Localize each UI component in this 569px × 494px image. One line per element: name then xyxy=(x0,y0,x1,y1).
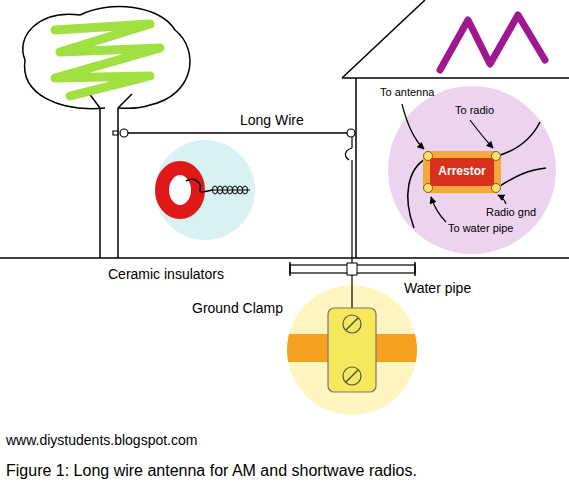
down-lead xyxy=(345,137,352,265)
long-wire xyxy=(120,129,128,137)
arrestor-inset xyxy=(388,86,556,254)
arrestor-inset xyxy=(497,122,540,156)
wire-twist xyxy=(213,186,248,194)
house xyxy=(440,15,545,70)
arrestor-inset xyxy=(497,168,546,188)
tree xyxy=(23,7,190,109)
wire-twist xyxy=(213,186,218,194)
long-wire xyxy=(113,131,119,135)
arrestor-inset xyxy=(388,86,556,254)
water-pipe xyxy=(347,263,357,275)
terminal-label: To water pipe xyxy=(448,222,513,235)
ground-clamp-inset xyxy=(287,285,417,415)
wire-twist xyxy=(243,186,248,194)
ground-clamp-inset xyxy=(328,308,376,392)
long-wire xyxy=(347,129,355,137)
house xyxy=(342,0,569,258)
insulator-inset xyxy=(155,140,255,240)
leader-arrow xyxy=(431,197,446,222)
down-lead xyxy=(345,137,352,265)
wire-twist xyxy=(228,186,233,194)
terminal-label: To antenna xyxy=(380,86,434,99)
water-pipe xyxy=(290,262,415,276)
watermark: www.diystudents.blogspot.com xyxy=(6,432,197,448)
long-wire xyxy=(128,132,347,134)
wire-twist xyxy=(233,186,238,194)
wire-twist xyxy=(238,186,243,194)
screw-terminal xyxy=(491,151,501,161)
part-label: Ceramic insulators xyxy=(108,266,224,282)
figure-caption: Figure 1: Long wire antenna for AM and s… xyxy=(6,462,417,480)
insulator-inset xyxy=(186,179,212,191)
tree xyxy=(88,92,132,258)
leader-arrow xyxy=(470,120,493,148)
ground-clamp-inset xyxy=(346,318,358,382)
insulator-inset xyxy=(155,140,255,240)
ground-line xyxy=(0,258,569,259)
screw-terminal xyxy=(423,183,433,193)
leader-arrow xyxy=(498,195,506,204)
long-wire xyxy=(113,129,355,137)
house xyxy=(342,0,569,258)
node-label: Arrestor xyxy=(438,165,485,179)
screw-terminal xyxy=(491,183,501,193)
ground-clamp-inset xyxy=(287,285,417,415)
arrestor-box: Arrestor xyxy=(423,151,501,193)
leader-arrow xyxy=(402,104,506,222)
part-label: Water pipe xyxy=(404,280,471,296)
wire-twist xyxy=(223,186,228,194)
insulator-inset xyxy=(162,168,198,212)
wire-label: Long Wire xyxy=(240,112,304,128)
screw-terminal xyxy=(423,151,433,161)
part-label: Ground Clamp xyxy=(192,300,283,316)
leader-arrow xyxy=(402,104,424,149)
tree xyxy=(55,24,160,96)
wire-twist xyxy=(218,186,223,194)
ground-line xyxy=(0,257,569,259)
terminal-label: To radio xyxy=(455,104,494,117)
terminal-label: Radio gnd xyxy=(486,206,536,219)
